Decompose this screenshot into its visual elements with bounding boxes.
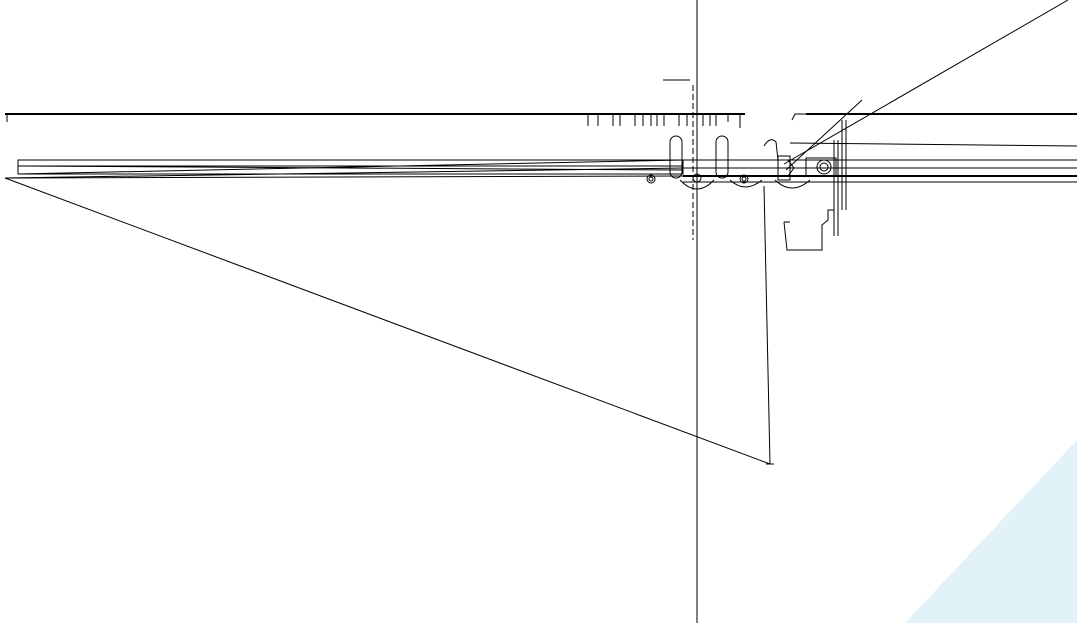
round-holes — [646, 173, 749, 184]
vertical-posts — [833, 120, 847, 236]
right-rails — [683, 142, 1077, 183]
diagonal-upper-right — [783, 0, 1069, 165]
beam-tick-marks — [587, 114, 741, 128]
long-bar-outline — [17, 159, 684, 175]
top-beam-right-hook — [791, 113, 806, 121]
diagonal-long — [4, 177, 771, 465]
hanger-line — [763, 185, 771, 465]
corner-accent — [905, 440, 1077, 623]
slot-holes — [669, 135, 729, 179]
bracket-foot — [783, 209, 834, 251]
diagonal-inner — [785, 99, 863, 171]
rail-arcs — [679, 179, 811, 190]
clamp-bracket — [763, 139, 837, 181]
wedge-lines — [4, 159, 684, 179]
